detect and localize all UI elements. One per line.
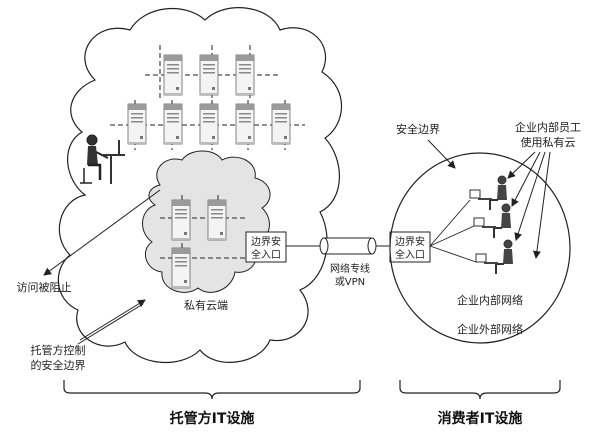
hosted-it-label: 托管方IT设施 [170, 410, 255, 427]
employee-links [429, 199, 477, 263]
employee-icons [469, 175, 513, 274]
server-icon [171, 247, 191, 289]
consumer-it-label: 消费者IT设施 [438, 410, 523, 427]
employee-icon [473, 203, 511, 238]
tunnel-label-2: 或VPN [335, 276, 365, 288]
right-gateway-box [389, 231, 431, 263]
worker-desk-icon [80, 134, 125, 184]
server-icon [235, 103, 255, 145]
internal-network-label: 企业内部网络 [457, 293, 523, 307]
server-icon [271, 103, 291, 145]
left-gateway-label-2: 全入口 [251, 248, 281, 261]
consumer-boundary-circle [389, 152, 571, 344]
security-boundary-label: 安全边界 [396, 122, 440, 136]
server-icon [127, 103, 147, 145]
server-icon [171, 199, 191, 241]
employees-label-2: 使用私有云 [521, 135, 576, 149]
server-icon [163, 103, 183, 145]
employee-icon [475, 239, 513, 274]
security-boundary-arrow [427, 139, 456, 169]
employees-label-1: 企业内部员工 [515, 120, 581, 134]
server-icon [199, 54, 219, 96]
hosted-boundary-label-2: 的安全边界 [31, 358, 86, 372]
server-icon [163, 54, 183, 96]
access-blocked-label: 访问被阻止 [17, 281, 72, 294]
external-network-label: 企业外部网络 [457, 322, 523, 336]
consumer-brace [399, 380, 561, 400]
access-blocked-arrow [43, 189, 161, 276]
server-icon [207, 199, 227, 241]
server-icon [235, 54, 255, 96]
hosted-boundary-label-1: 托管方控制 [31, 343, 86, 357]
right-gateway-label-2: 全入口 [395, 248, 425, 261]
employee-icon [469, 175, 507, 210]
server-icon [199, 103, 219, 145]
hosted-brace [63, 380, 361, 400]
private-cloud-label: 私有云端 [184, 298, 228, 312]
tunnel-label-1: 网络专线 [330, 262, 370, 275]
hosted-boundary-arrow [77, 299, 146, 345]
left-gateway-label-1: 边界安 [251, 235, 281, 248]
vpn-tunnel [286, 237, 390, 255]
left-gateway-box [245, 231, 287, 263]
employee-arrows [507, 151, 551, 259]
right-gateway-label-1: 边界安 [395, 235, 425, 248]
